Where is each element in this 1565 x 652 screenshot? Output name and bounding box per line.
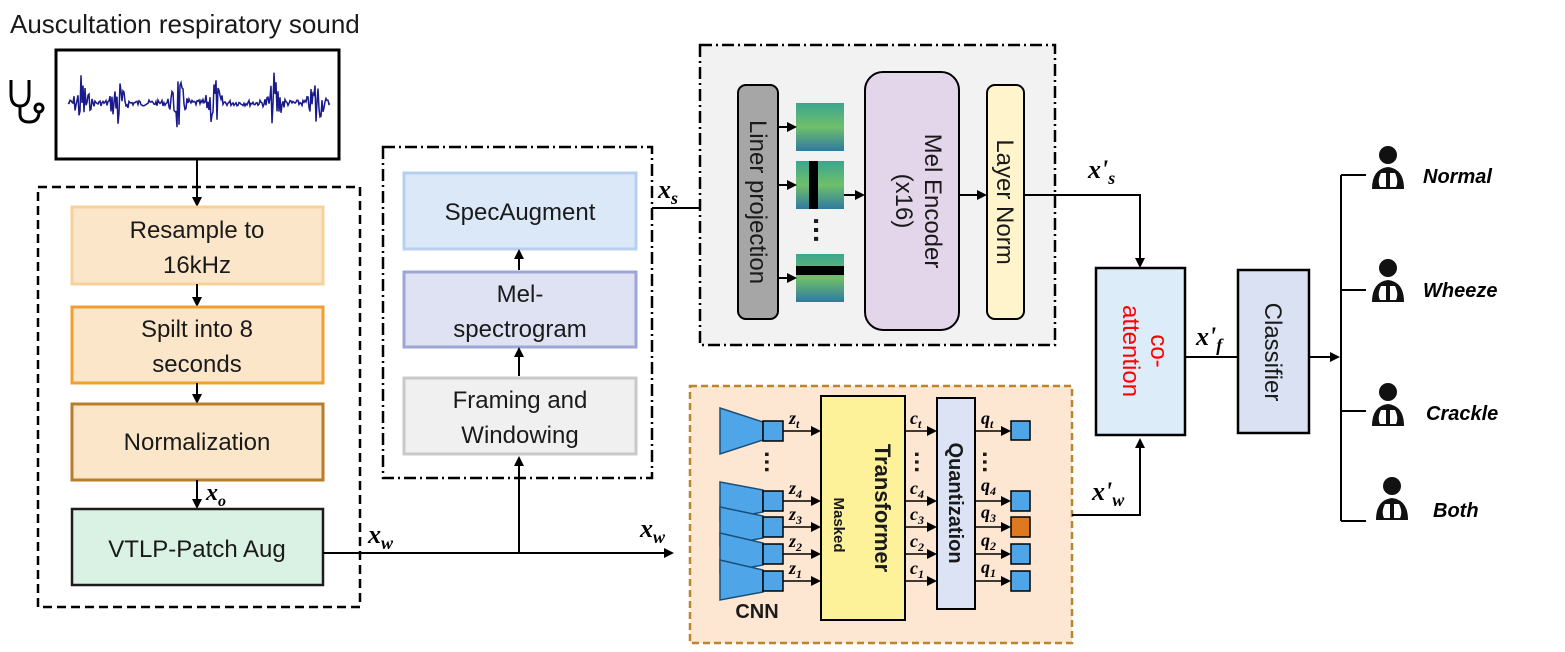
mel-encoder-label-2: (x16) <box>890 174 917 229</box>
patch-2 <box>796 161 844 209</box>
q-3: q3 <box>981 502 996 525</box>
cnn-token-1 <box>762 570 784 592</box>
title-text: Auscultation respiratory sound <box>10 9 360 39</box>
q-dots: … <box>977 450 1004 474</box>
lungs-icon-both <box>1376 477 1408 520</box>
x-s-prime-label: x's <box>1087 155 1115 188</box>
patch-tokens: … <box>796 103 844 302</box>
c-3: c3 <box>910 504 924 527</box>
stethoscope-icon <box>9 80 45 124</box>
lungs-icon-normal <box>1372 146 1404 189</box>
z-t: zt <box>788 408 800 431</box>
co-attention-label-1: co- <box>1145 334 1172 367</box>
cnn-triangle-4 <box>719 559 764 601</box>
spectrogram-panel <box>381 145 654 480</box>
c-2: c2 <box>910 531 924 554</box>
q-token-3 <box>1010 516 1031 538</box>
cnn-token-4 <box>762 490 784 512</box>
specaugment-box <box>402 171 638 251</box>
q-token-4 <box>1010 490 1031 512</box>
cnn-label: CNN <box>735 601 778 623</box>
mel-label-1: Mel- <box>497 281 544 308</box>
layer-norm-label: Layer Norm <box>991 139 1018 264</box>
x-w-right-label: xw <box>639 514 666 547</box>
split-label-1: Spilt into 8 <box>141 316 253 343</box>
x-w-left-label: xw <box>367 520 394 553</box>
q-labels: qt q4 q3 q2 q1 … <box>975 408 1031 592</box>
classifier-box <box>1236 268 1311 435</box>
q-1: q1 <box>981 557 996 580</box>
class-normal: Normal <box>1423 166 1492 188</box>
quantization-label: Quantization <box>944 442 966 563</box>
c-4: c4 <box>910 478 924 501</box>
c-labels: ct c4 c3 c2 c1 … <box>905 408 937 586</box>
z-labels: zt z4 z3 z2 z1 <box>783 408 821 586</box>
cnn-token-2 <box>762 543 784 565</box>
waveform-box <box>54 48 341 161</box>
framing-label-2: Windowing <box>461 422 578 449</box>
vtlp-label: VTLP-Patch Aug <box>108 536 285 563</box>
patch-3 <box>796 254 844 302</box>
co-attention-box <box>1094 266 1187 437</box>
q-t: qt <box>981 408 994 431</box>
preprocess-panel <box>36 185 362 609</box>
cnn-token-3 <box>762 516 784 538</box>
transformer-box <box>820 395 906 621</box>
q-token-1 <box>1010 570 1031 592</box>
z-4: z4 <box>788 478 802 501</box>
normalization-label: Normalization <box>124 429 271 456</box>
waveform <box>67 72 331 128</box>
q-4: q4 <box>981 475 996 498</box>
c-t: ct <box>910 408 922 431</box>
c-1: c1 <box>910 558 924 581</box>
patch-dots: … <box>808 216 839 244</box>
classifier-label: Classifier <box>1259 303 1286 402</box>
resample-box <box>70 205 325 286</box>
lungs-icon-crackle <box>1372 383 1404 426</box>
liner-projection-label: Liner projection <box>744 120 771 284</box>
vtlp-box <box>70 507 325 587</box>
x-f-prime-label: x'f <box>1195 322 1224 355</box>
z-3: z3 <box>788 504 802 527</box>
z-1: z1 <box>788 558 802 581</box>
framing-box <box>402 376 638 456</box>
lungs-icon-wheeze <box>1372 259 1404 302</box>
liner-projection-box <box>737 84 779 320</box>
resample-label-2: 16kHz <box>163 252 231 279</box>
cnn-token-top <box>762 420 784 442</box>
q-token-2 <box>1010 543 1031 565</box>
patch-1 <box>796 103 844 151</box>
class-crackle: Crackle <box>1426 403 1498 425</box>
class-wheeze: Wheeze <box>1423 280 1497 302</box>
quantization-box <box>936 397 976 610</box>
q-2: q2 <box>981 530 996 553</box>
q-token-t <box>1010 420 1031 441</box>
cnn-blocks: … <box>719 406 786 601</box>
x-s-label: xs <box>657 175 678 208</box>
mel-encoder-label-1: Mel Encoder <box>919 134 946 269</box>
c-dots: … <box>909 450 936 474</box>
mel-label-2: spectrogram <box>453 316 586 343</box>
framing-label-1: Framing and <box>453 387 588 414</box>
x-o-label: xo <box>205 480 226 510</box>
x-w-prime-label: x'w <box>1091 477 1125 510</box>
z-2: z2 <box>788 531 802 554</box>
resample-label-1: Resample to <box>130 217 265 244</box>
cnn-dots: … <box>759 450 786 474</box>
mel-encoder-box <box>864 71 960 331</box>
co-attention-label-2: attention <box>1117 305 1144 397</box>
class-both: Both <box>1433 500 1479 522</box>
patch-2-mask <box>809 161 818 209</box>
patch-3-mask <box>796 266 844 275</box>
normalization-box <box>70 402 325 482</box>
specaugment-label: SpecAugment <box>445 199 596 226</box>
split-box <box>70 305 325 385</box>
layer-norm-box <box>986 84 1025 320</box>
transformer-label: Transformer <box>870 444 895 573</box>
split-label-2: seconds <box>152 351 241 378</box>
masked-label: Masked <box>830 497 847 552</box>
